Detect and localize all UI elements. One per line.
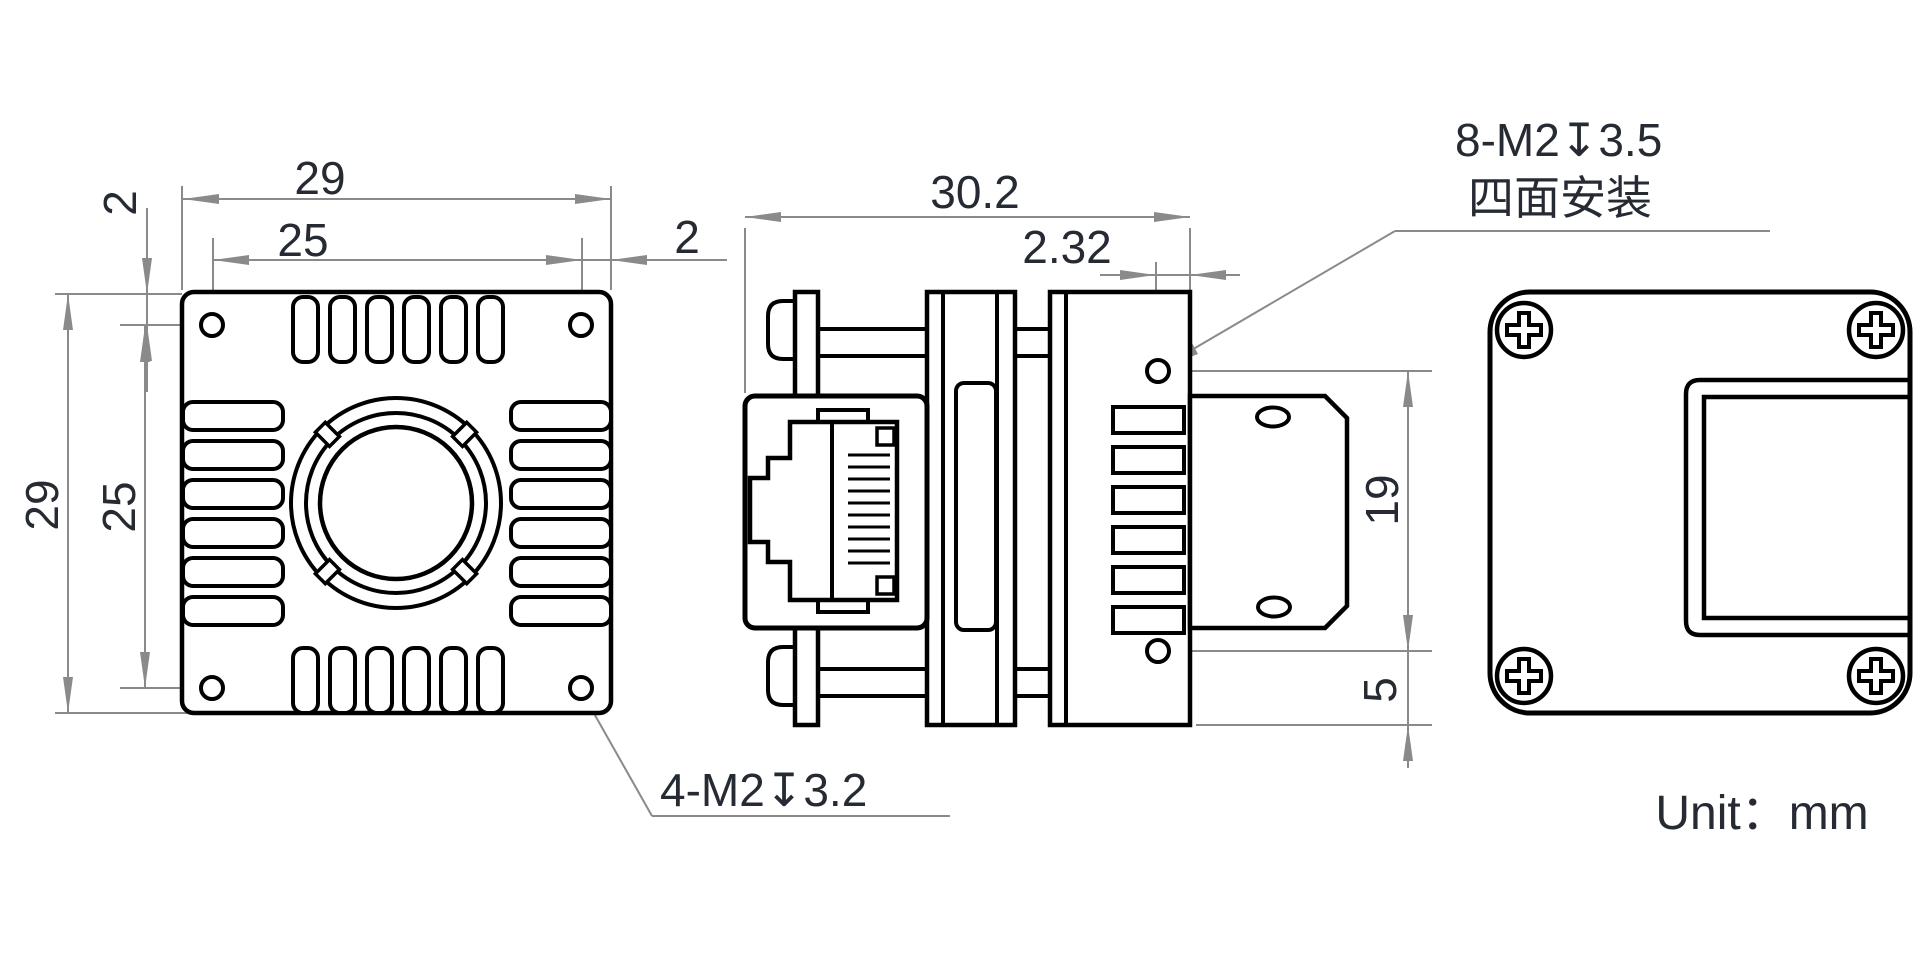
fin-slot (181, 556, 285, 588)
front-hole-offset-top-dim-label: 2 (94, 190, 146, 216)
fin-slot (1111, 525, 1186, 555)
fin-slot (328, 295, 357, 364)
fin-slot (1111, 485, 1186, 515)
fin-slot (1111, 405, 1186, 435)
fin-slot (439, 295, 468, 364)
rj45-corner-detail (875, 426, 896, 447)
spacer-bars (818, 327, 1050, 698)
fin-slot (1111, 605, 1186, 635)
rj45-pins (848, 453, 890, 565)
sensor-board-edge (954, 381, 998, 632)
fin-slot (365, 646, 394, 715)
mount-notch (450, 557, 480, 587)
front-hole-span-v-dim-label: 25 (93, 481, 145, 532)
fin-slot (476, 646, 505, 715)
mounting-hole (568, 312, 594, 338)
front-hole-offset-right-dim-label: 2 (674, 211, 700, 263)
side-heatsink-fins (1111, 405, 1186, 635)
fin-slot (439, 646, 468, 715)
phillips-screw (1494, 300, 1554, 360)
side-hole-to-bottom-dim-label: 5 (1354, 677, 1406, 703)
fin-slot (402, 295, 431, 364)
fin-slot (328, 646, 357, 715)
fin-slot (181, 517, 285, 549)
phillips-cross-icon (1505, 657, 1543, 695)
fin-slot (509, 439, 613, 471)
phillips-cross-icon (1857, 657, 1895, 695)
side-hole-to-back-dim-label: 2.32 (1022, 221, 1112, 273)
phillips-cross-icon (1857, 311, 1895, 349)
front-heatsink-fins-top (291, 295, 505, 364)
front-heatsink-fins-right (509, 400, 613, 627)
lens-mount (289, 396, 503, 610)
dimension-labels: 29 25 2 29 25 2 4-M2↧3.2 30.2 2.32 19 5 … (16, 114, 1869, 840)
mount-notch (312, 557, 342, 587)
fin-slot (509, 478, 613, 510)
fin-slot (181, 595, 285, 627)
rj45-corner-detail (875, 575, 896, 596)
front-hole-span-h-dim-label: 25 (277, 214, 328, 266)
side-depth-dim-label: 30.2 (930, 166, 1020, 218)
fin-slot (509, 556, 613, 588)
fin-slot (476, 295, 505, 364)
rear-connector (1187, 393, 1350, 631)
front-width-dim-label: 29 (294, 152, 345, 204)
fin-slot (365, 295, 394, 364)
front-thread-callout-label: 4-M2↧3.2 (660, 764, 867, 816)
phillips-screw (1846, 300, 1906, 360)
front-heatsink-fins-bottom (291, 646, 505, 715)
front-height-dim-label: 29 (16, 479, 68, 530)
side-callout-leader (1165, 230, 1396, 366)
fin-slot (509, 400, 613, 432)
back-body-outline (1487, 289, 1913, 716)
fin-slot (1111, 565, 1186, 595)
front-view (179, 289, 614, 716)
fin-slot (1111, 445, 1186, 475)
fin-slot (181, 439, 285, 471)
side-thread-callout-line1: 8-M2↧3.5 (1455, 114, 1662, 166)
phillips-screw (1494, 646, 1554, 706)
fin-slot (291, 295, 320, 364)
mounting-hole (1145, 358, 1171, 384)
connector-slot-hole (1255, 405, 1291, 429)
front-heatsink-fins-left (181, 400, 285, 627)
fin-slot (181, 478, 285, 510)
side-thread-callout-line2: 四面安装 (1468, 172, 1652, 224)
rear-connector-outline (1187, 393, 1350, 631)
rj45-connector (742, 393, 930, 631)
mount-notch (312, 419, 342, 449)
connector-recess-outer (1683, 377, 1910, 638)
side-view (742, 289, 1350, 728)
mounting-hole (199, 675, 225, 701)
connector-recess-inner (1701, 394, 1910, 621)
phillips-cross-icon (1505, 311, 1543, 349)
mount-notch (450, 419, 480, 449)
back-view (1487, 289, 1913, 716)
unit-note-label: Unit：mm (1655, 787, 1868, 840)
mounting-hole (1145, 638, 1171, 664)
fin-slot (402, 646, 431, 715)
mounting-hole (199, 312, 225, 338)
side-hole-span-dim-label: 19 (1356, 474, 1408, 525)
lens-opening (317, 424, 475, 582)
fin-slot (181, 400, 285, 432)
fin-slot (509, 517, 613, 549)
phillips-screw (1846, 646, 1906, 706)
fin-slot (509, 595, 613, 627)
mounting-hole (568, 675, 594, 701)
fin-slot (291, 646, 320, 715)
connector-slot-hole (1256, 595, 1292, 619)
